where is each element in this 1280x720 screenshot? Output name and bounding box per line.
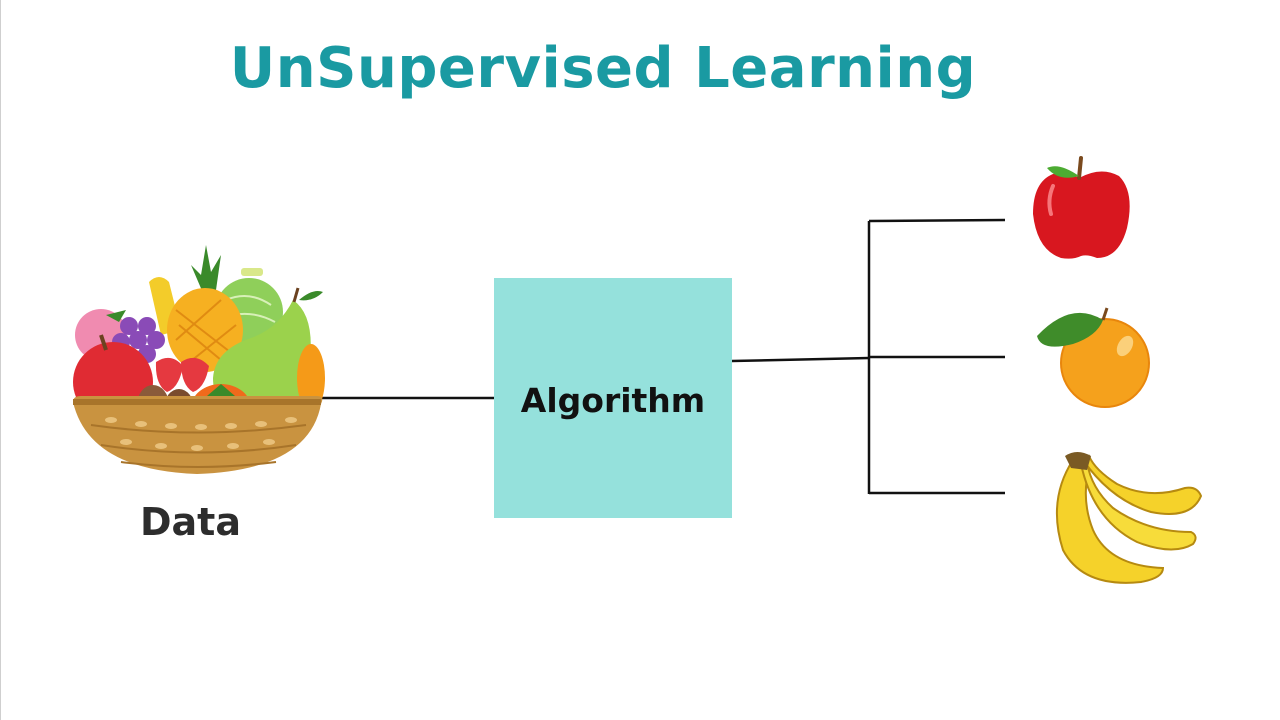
banana-icon [1055,452,1203,584]
apple-icon [1033,156,1130,259]
page-title: UnSupervised Learning [229,36,977,101]
algorithm-node: Algorithm [494,278,732,518]
branch-to-apple-connector [868,218,1006,223]
algorithm-label: Algorithm [520,380,706,420]
orange-icon [1037,307,1150,408]
algorithm-to-branch-connector [731,356,870,363]
connectors [321,218,1006,495]
fruit-basket-icon [73,245,325,474]
data-label: Data [140,500,241,544]
